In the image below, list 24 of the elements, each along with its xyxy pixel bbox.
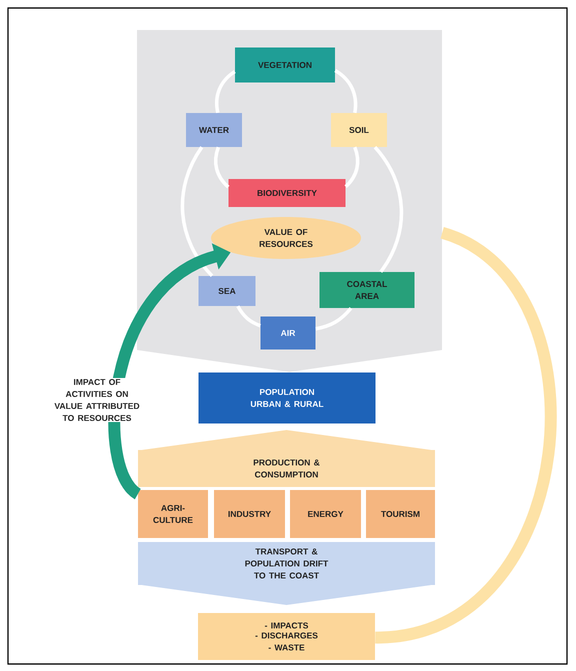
ring-arc (215, 70, 236, 114)
process-box: INDUSTRY (214, 490, 285, 538)
ring-arc (214, 146, 230, 188)
process-box: AIR (260, 316, 316, 350)
process-box: VEGETATION (235, 48, 335, 82)
ring-arc (344, 146, 360, 188)
process-box: ENERGY (290, 490, 361, 538)
process-box: COASTAL AREA (320, 272, 414, 308)
ring-arc (180, 146, 214, 277)
ring-arc (334, 69, 358, 114)
curved-band (374, 227, 556, 644)
process-box: SOIL (331, 113, 387, 147)
process-box: SEA (198, 276, 256, 306)
process-box: BIODIVERSITY (228, 179, 346, 207)
process-box: POPULATION URBAN & RURAL (198, 372, 376, 424)
ring-arc (374, 146, 404, 273)
process-box: WATER (186, 113, 242, 147)
process-box: TOURISM (366, 490, 435, 538)
edge-label: IMPACT OF ACTIVITIES ON VALUE ATTRIBUTED TO RESOURCES (50, 378, 144, 422)
ring-arc (315, 307, 352, 331)
chevron-band: TRANSPORT & POPULATION DRIFT TO THE COAST (138, 542, 435, 605)
ring-arc (236, 305, 261, 328)
list-box: - IMPACTS - DISCHARGES - WASTE (198, 613, 375, 660)
process-box: AGRI- CULTURE (138, 490, 208, 538)
